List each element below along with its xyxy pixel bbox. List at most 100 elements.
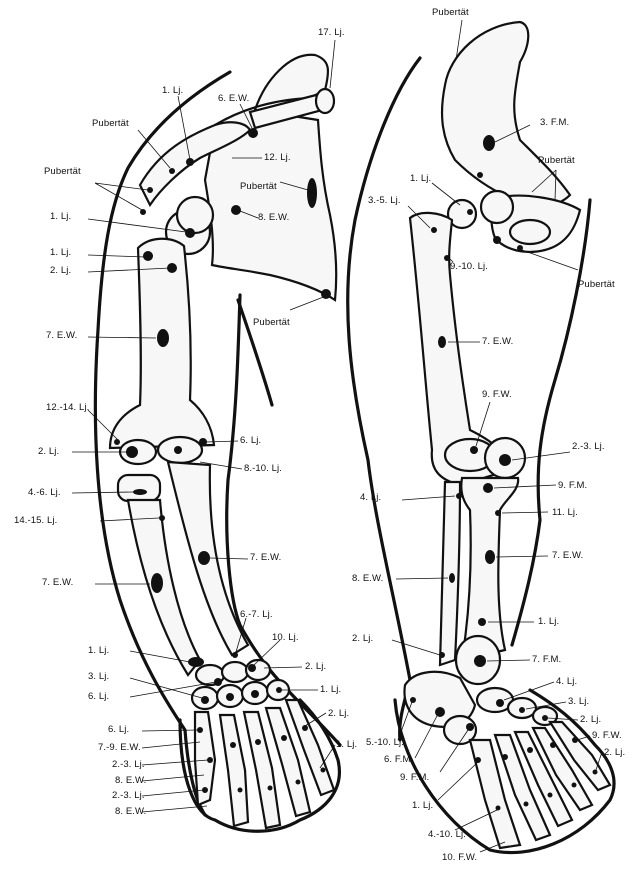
dot bbox=[255, 739, 261, 745]
label-leg-2-lj-b: 2. Lj. bbox=[580, 715, 601, 725]
label-arm-4-6-lj: 4.-6. Lj. bbox=[28, 488, 61, 498]
label-leg-pubertat-ilium: Pubertät bbox=[432, 8, 469, 18]
dot bbox=[238, 788, 243, 793]
dot bbox=[474, 655, 486, 667]
label-arm-8-10-lj: 8.-10. Lj. bbox=[244, 464, 282, 474]
leg-soft-tissue-outline-inner bbox=[512, 200, 590, 645]
dot bbox=[496, 806, 501, 811]
ilium bbox=[442, 22, 570, 206]
dot bbox=[495, 510, 501, 516]
dot bbox=[519, 707, 525, 713]
label-leg-2-3-lj: 2.-3. Lj. bbox=[572, 442, 605, 452]
label-arm-6-7-lj: 6.-7. Lj. bbox=[240, 610, 273, 620]
label-arm-7-ew-b: 7. E.W. bbox=[250, 553, 281, 563]
dot bbox=[483, 483, 493, 493]
leader-line bbox=[392, 640, 440, 655]
humerus-head-cap bbox=[177, 197, 213, 233]
label-arm-12-14-lj: 12.-14. Lj. bbox=[46, 403, 89, 413]
dot bbox=[499, 454, 511, 466]
dot bbox=[230, 742, 236, 748]
label-leg-11-lj: 11. Lj. bbox=[552, 508, 578, 518]
label-leg-8-ew: 8. E.W. bbox=[352, 574, 383, 584]
tibia bbox=[461, 478, 518, 660]
dot bbox=[542, 715, 548, 721]
dot bbox=[198, 551, 210, 565]
label-leg-1-lj-b: 1. Lj. bbox=[538, 617, 559, 627]
label-arm-2-3-lj-b: 2.-3. Lj. bbox=[112, 791, 145, 801]
label-arm-2-lj-a: 2. Lj. bbox=[50, 266, 71, 276]
dot bbox=[449, 573, 455, 583]
label-arm-6-lj-c: 6. Lj. bbox=[108, 725, 129, 735]
label-arm-1-lj-a: 1. Lj. bbox=[162, 86, 183, 96]
dot bbox=[126, 446, 138, 458]
dot bbox=[493, 236, 501, 244]
leader-line bbox=[142, 775, 204, 781]
label-arm-pubertat-scapula: Pubertät bbox=[240, 182, 277, 192]
dot bbox=[572, 783, 577, 788]
label-leg-2-lj-c: 2. Lj. bbox=[604, 748, 625, 758]
finger-2 bbox=[220, 715, 248, 826]
label-leg-1-lj-a: 1. Lj. bbox=[410, 174, 431, 184]
label-arm-1-lj-c: 1. Lj. bbox=[50, 248, 71, 258]
leader-line bbox=[432, 183, 460, 205]
label-arm-pubertat-shoulder: Pubertät bbox=[44, 167, 81, 177]
leader-line bbox=[142, 806, 207, 812]
label-arm-2-lj-b: 2. Lj. bbox=[38, 447, 59, 457]
dot bbox=[435, 707, 445, 717]
dot bbox=[157, 329, 169, 347]
label-arm-12-lj: 12. Lj. bbox=[264, 153, 291, 163]
dot bbox=[226, 693, 234, 701]
leader-line bbox=[138, 130, 170, 168]
label-arm-8-ew-a: 8. E.W. bbox=[115, 776, 146, 786]
leader-line bbox=[142, 742, 200, 748]
label-arm-7-ew-a: 7. E.W. bbox=[46, 331, 77, 341]
dot bbox=[143, 251, 153, 261]
leg-skeleton bbox=[348, 20, 614, 853]
dot bbox=[151, 573, 163, 593]
label-arm-1-lj-b: 1. Lj. bbox=[50, 212, 71, 222]
dot bbox=[251, 690, 259, 698]
label-arm-2-lj-c: 2. Lj. bbox=[305, 662, 326, 672]
dot bbox=[232, 652, 238, 658]
dot bbox=[470, 446, 478, 454]
label-arm-8-ew: 8. E.W. bbox=[258, 213, 289, 223]
radius-head bbox=[118, 475, 160, 501]
dot bbox=[456, 493, 462, 499]
dot bbox=[431, 227, 437, 233]
label-leg-pubertat-lower: Pubertät bbox=[578, 280, 615, 290]
leader-line bbox=[504, 682, 554, 700]
dot bbox=[231, 205, 241, 215]
dot bbox=[248, 128, 258, 138]
dot bbox=[114, 439, 120, 445]
label-leg-7-ew-b: 7. E.W. bbox=[552, 551, 583, 561]
leader-line bbox=[396, 578, 448, 579]
label-arm-8-ew-b: 8. E.W. bbox=[115, 807, 146, 817]
label-leg-7-ew-a: 7. E.W. bbox=[482, 337, 513, 347]
label-arm-pubertat-lower: Pubertät bbox=[253, 318, 290, 328]
dot bbox=[321, 768, 326, 773]
label-leg-9-fm-a: 9. F.M. bbox=[558, 481, 587, 491]
leader-line bbox=[502, 512, 548, 513]
dot bbox=[548, 793, 553, 798]
dot bbox=[467, 209, 473, 215]
carpal-2 bbox=[222, 662, 248, 682]
label-arm-1-lj-e: 1. Lj. bbox=[320, 685, 341, 695]
leader-line bbox=[330, 40, 335, 88]
acromion-tip bbox=[316, 89, 334, 113]
dot bbox=[281, 735, 287, 741]
label-leg-3-lj: 3. Lj. bbox=[568, 697, 589, 707]
arm-skeleton bbox=[72, 40, 340, 831]
label-leg-9-fw-b: 9. F.W. bbox=[592, 731, 622, 741]
label-arm-6-lj-a: 6. Lj. bbox=[240, 436, 261, 446]
dot bbox=[410, 697, 416, 703]
dot bbox=[174, 446, 182, 454]
leader-line bbox=[305, 713, 326, 726]
obturator-foramen bbox=[510, 220, 550, 244]
label-leg-1-lj-c: 1. Lj. bbox=[412, 801, 433, 811]
label-leg-9-fw: 9. F.W. bbox=[482, 390, 512, 400]
dot bbox=[133, 489, 147, 495]
label-leg-4-10-lj: 4.-10. Lj. bbox=[428, 830, 466, 840]
dot bbox=[483, 135, 495, 151]
